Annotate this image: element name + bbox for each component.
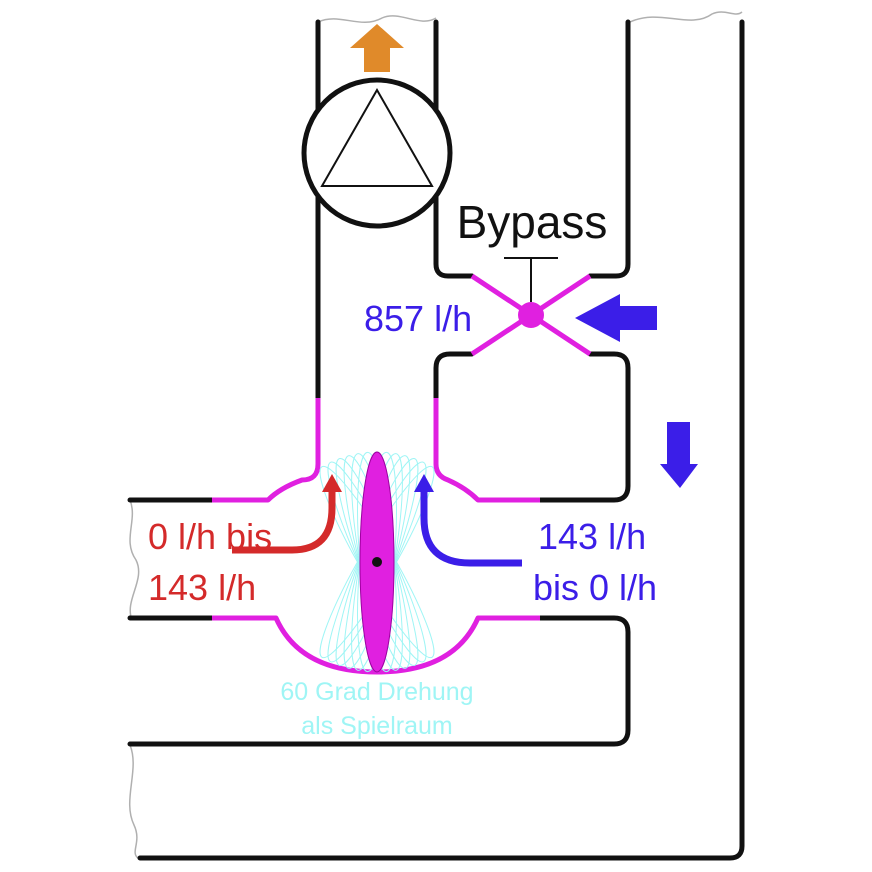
right-flow-label-2: bis 0 l/h [533, 567, 657, 608]
pump [301, 77, 453, 229]
bypass-valve [470, 257, 592, 357]
pump-triangle-icon [320, 87, 434, 187]
arrow-left-icon [575, 294, 657, 342]
left-flow-label-1: 0 l/h bis [148, 516, 272, 557]
valve-icon [518, 302, 544, 328]
pipe-break-edges [128, 11, 743, 859]
bypass-label: Bypass [457, 196, 608, 248]
arrow-down-icon [660, 422, 698, 488]
right-flow-label-1: 143 l/h [538, 516, 646, 557]
valve-axis [372, 557, 382, 567]
left-flow-arrow [232, 474, 342, 554]
rotation-note-line-1: 60 Grad Drehung [280, 678, 473, 706]
bypass-flow-label: 857 l/h [364, 298, 472, 339]
rotation-note-line-2: als Spielraum [301, 712, 452, 740]
left-flow-label-2: 143 l/h [148, 567, 256, 608]
arrow-up-icon [350, 24, 404, 72]
pipe-network [127, 19, 745, 861]
right-flow-arrow [414, 474, 522, 567]
